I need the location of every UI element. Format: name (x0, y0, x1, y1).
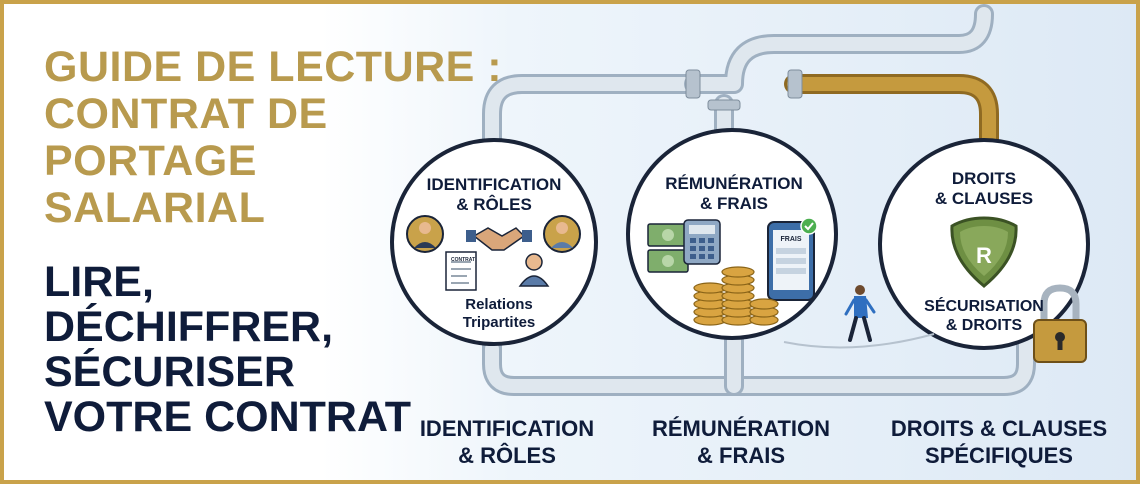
circle-3-title: DROITS & CLAUSES (894, 169, 1074, 209)
circle-3-subtitle-line-1: SÉCURISATION (924, 298, 1044, 315)
bottom-label-droits: DROITS & CLAUSES SPÉCIFIQUES (874, 415, 1124, 469)
bottom-label-remuneration: RÉMUNÉRATION & FRAIS (636, 415, 846, 469)
circle-1-title: IDENTIFICATION & RÔLES (404, 175, 584, 215)
check-icon (800, 217, 818, 235)
tagline-line-2: DÉCHIFFRER, (44, 303, 334, 351)
person-icon (543, 215, 581, 253)
circle-3-title-line-2: & CLAUSES (934, 189, 1034, 208)
headline-line-4: SALARIAL (44, 184, 266, 232)
bottom-label-1-line-1: IDENTIFICATION (419, 416, 595, 441)
banknote-icon (647, 223, 689, 273)
bottom-label-1-line-2: & RÔLES (458, 443, 556, 468)
circle-1-subtitle-line-2: Tripartites (462, 314, 536, 331)
circle-3-subtitle-line-2: & DROITS (945, 317, 1023, 334)
contract-document-label: CONTRAT (451, 257, 476, 263)
circle-1-title-line-1: IDENTIFICATION (426, 175, 562, 194)
shield-r-icon (950, 216, 1018, 288)
headline-line-1: GUIDE DE LECTURE : (44, 43, 503, 91)
bottom-label-3-line-1: DROITS & CLAUSES (890, 416, 1108, 441)
circle-1-subtitle: Relations Tripartites (424, 296, 574, 332)
headline: GUIDE DE LECTURE : CONTRAT DE PORTAGE SA… (44, 43, 503, 232)
bottom-label-3-line-2: SPÉCIFIQUES (925, 443, 1073, 468)
handshake-icon (466, 227, 532, 251)
circle-1-subtitle-line-1: Relations (465, 296, 533, 313)
tagline-line-3: SÉCURISER (44, 348, 295, 396)
bottom-label-2-line-2: & FRAIS (697, 443, 785, 468)
coin-stack-icon (693, 266, 779, 326)
walking-person-icon (783, 285, 935, 349)
circle-3-subtitle: SÉCURISATION & DROITS (904, 297, 1064, 335)
circle-2-title: RÉMUNÉRATION & FRAIS (644, 174, 824, 214)
person-icon (518, 253, 550, 287)
bottom-label-2-line-1: RÉMUNÉRATION (651, 416, 831, 441)
circle-1-title-line-2: & RÔLES (456, 195, 532, 214)
tagline: LIRE, DÉCHIFFRER, SÉCURISER VOTRE CONTRA… (44, 260, 444, 440)
badge-letter: R (976, 243, 992, 268)
pipes (482, 4, 1036, 396)
calculator-icon (683, 219, 721, 265)
tagline-line-1: LIRE, (44, 258, 154, 306)
phone-label: FRAIS (781, 236, 802, 243)
headline-line-2: CONTRAT DE (44, 90, 328, 138)
pipe-joint (787, 69, 803, 99)
circle-3-title-line-1: DROITS (951, 169, 1017, 188)
title-block: GUIDE DE LECTURE : CONTRAT DE PORTAGE SA… (44, 43, 503, 440)
bottom-label-identification: IDENTIFICATION & RÔLES (402, 415, 612, 469)
pipe-illustration: FRAIS R (390, 4, 1090, 396)
padlock-icon (1033, 284, 1087, 363)
contract-document-icon (445, 251, 477, 291)
circle-2-title-line-1: RÉMUNÉRATION (665, 174, 803, 193)
person-icon (406, 215, 444, 253)
pipe-joint (707, 99, 741, 111)
phone-icon (767, 221, 815, 301)
tagline-line-4: VOTRE CONTRAT (44, 393, 412, 441)
headline-line-3: PORTAGE (44, 137, 257, 185)
pipe-joint (685, 69, 701, 99)
circle-2-title-line-2: & FRAIS (700, 194, 768, 213)
